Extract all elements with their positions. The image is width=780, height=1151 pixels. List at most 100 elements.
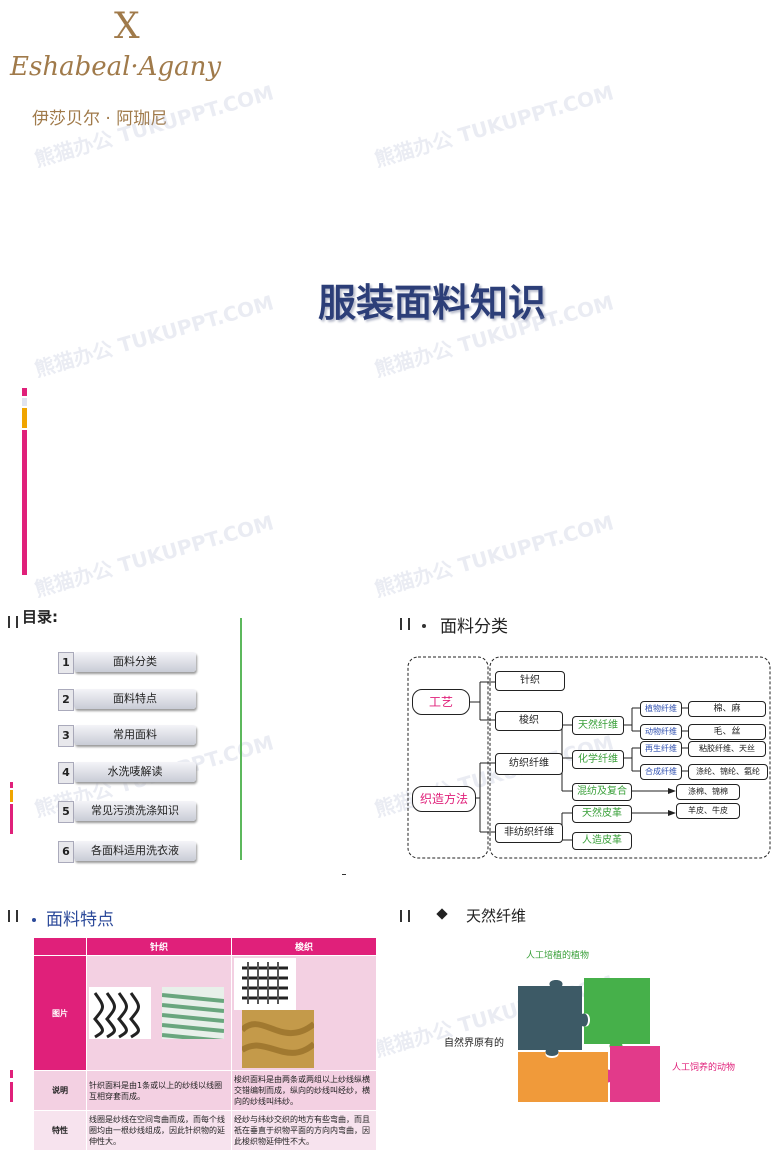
accent-bar	[10, 804, 13, 834]
toc-number: 5	[58, 801, 74, 823]
slide-classify: 面料分类 工艺 织造方法 针织 梭织 纺织纤维 非纺织纤维 天然纤维 化学纤维 …	[390, 590, 780, 880]
table-header-row: 针织 梭织	[33, 937, 377, 956]
table-row: 图片	[33, 955, 377, 1071]
puzzle-piece-green	[584, 978, 650, 1050]
bullet-icon	[422, 624, 426, 628]
heading-marker	[8, 616, 18, 628]
toc-number: 4	[58, 762, 74, 784]
node-zhizao: 织造方法	[412, 786, 476, 812]
toc-item[interactable]: 6 各面料适用洗衣液	[58, 841, 198, 863]
label-right: 人工饲养的动物	[672, 1063, 736, 1073]
row-label: 特性	[33, 1110, 87, 1151]
table-cell: 线圈是纱线在空间弯曲而成，而每个线圈均由一根纱线组成，因此针织物的延伸性大。	[86, 1110, 232, 1151]
divider	[240, 618, 242, 860]
classify-heading: 面料分类	[440, 617, 508, 637]
node-hecheng: 合成纤维	[640, 764, 682, 780]
node-hunfang: 混纺及复合	[572, 783, 632, 801]
page-title: 服装面料知识	[318, 280, 547, 325]
toc-number: 2	[58, 689, 74, 711]
node-maosi: 毛、丝	[688, 724, 766, 740]
node-yangpi: 羊皮、牛皮	[676, 803, 740, 819]
weave-fabric-image	[239, 1010, 316, 1068]
node-feifangzhi: 非纺织纤维	[495, 823, 563, 843]
slide-features: 面料特点	[0, 890, 390, 1102]
table-header: 梭织	[231, 937, 377, 956]
puzzle-graphic	[518, 978, 660, 1102]
logo: X Eshabeal·Agany 伊莎贝尔 · 阿珈尼	[10, 6, 255, 129]
toc-label: 面料分类	[74, 652, 196, 672]
table-cell: 梭织面料是由两条或两组以上纱线纵横交错编制而成，纵向的纱线叫经纱，横向的纱线叫纬…	[231, 1070, 377, 1111]
puzzle-piece-pink	[604, 1046, 660, 1102]
knit-fabric-image	[161, 987, 224, 1043]
node-huaxue: 化学纤维	[572, 750, 624, 769]
features-heading: 面料特点	[46, 910, 114, 930]
table-cell: 针织面料是由1条或以上的纱线以线圈互相穿套而成。	[86, 1070, 232, 1111]
accent-bar	[10, 1082, 13, 1102]
diamond-icon	[436, 908, 448, 920]
logo-mark: X	[114, 6, 140, 47]
toc-label: 水洗唛解读	[74, 762, 196, 782]
node-zhenzhi: 针织	[495, 671, 565, 691]
toc-item[interactable]: 1 面料分类	[58, 652, 198, 674]
toc-item[interactable]: 3 常用面料	[58, 725, 198, 747]
accent-bar	[22, 408, 27, 428]
node-dongwu: 动物纤维	[640, 724, 682, 740]
row-label: 说明	[33, 1070, 87, 1111]
puzzle-piece-orange	[518, 1052, 608, 1102]
node-rengzaopige: 人造皮革	[572, 832, 632, 850]
node-dilun: 涤纶、锦纶、氨纶	[688, 764, 768, 780]
weave-image-cell	[231, 955, 377, 1071]
node-zhiwu: 植物纤维	[640, 701, 682, 717]
accent-bar	[22, 398, 27, 406]
toc-number: 6	[58, 841, 74, 863]
node-nianjiao: 粘胶纤维、天丝	[688, 741, 766, 757]
logo-text: Eshabeal·Agany	[10, 52, 222, 82]
table-row: 说明 针织面料是由1条或以上的纱线以线圈互相穿套而成。 梭织面料是由两条或两组以…	[33, 1070, 377, 1111]
table-cell: 经纱与纬纱交织的地方有些弯曲，而且祇在垂直于织物平面的方向内弯曲，因此梭织物延伸…	[231, 1110, 377, 1151]
node-gongyi: 工艺	[412, 689, 470, 715]
toc-number: 1	[58, 652, 74, 674]
label-top: 人工培植的植物	[526, 951, 590, 961]
slide-toc: 目录: 1 面料分类 2 面料特点 3 常用面料 4 水洗唛解读 5 常见污渍洗…	[0, 590, 390, 880]
heading-marker	[400, 910, 410, 922]
row-label: 图片	[33, 955, 87, 1071]
accent-bar	[10, 1070, 13, 1078]
node-suozhi: 梭织	[495, 711, 563, 731]
toc-number: 3	[58, 725, 74, 747]
toc-label: 常见污渍洗涤知识	[74, 801, 196, 821]
page-dash	[342, 874, 346, 875]
accent-bar	[10, 790, 13, 802]
node-dimian: 涤棉、锦棉	[676, 784, 740, 800]
toc-item[interactable]: 4 水洗唛解读	[58, 762, 198, 784]
accent-bar	[22, 388, 27, 396]
slide-title: X Eshabeal·Agany 伊莎贝尔 · 阿珈尼 服装面料知识	[10, 6, 547, 575]
node-mianma: 棉、麻	[688, 701, 766, 717]
accent-bar	[22, 430, 27, 575]
heading-marker	[8, 910, 18, 922]
node-fangzhi: 纺织纤维	[495, 753, 563, 775]
features-table: 针织 梭织 图片 说明 针织面料是由1条或以上的纱线以线圈互相穿套	[33, 937, 377, 1151]
toc-label: 常用面料	[74, 725, 196, 745]
toc-label: 各面料适用洗衣液	[74, 841, 196, 861]
knit-image-cell	[86, 955, 232, 1071]
toc-heading: 目录:	[22, 608, 58, 626]
toc-label: 面料特点	[74, 689, 196, 709]
accent-bar	[10, 782, 13, 788]
node-tianran: 天然纤维	[572, 716, 624, 735]
table-row: 特性 线圈是纱线在空间弯曲而成，而每个线圈均由一根纱线组成，因此针织物的延伸性大…	[33, 1110, 377, 1151]
node-zaisheng: 再生纤维	[640, 741, 682, 757]
bullet-icon	[32, 918, 36, 922]
slide-natural: 天然纤维 人工培植的植物 自然界原有的 人工饲养的动物	[390, 890, 780, 1102]
toc-item[interactable]: 5 常见污渍洗涤知识	[58, 801, 198, 823]
logo-cn: 伊莎贝尔 · 阿珈尼	[32, 109, 168, 129]
heading-marker	[400, 618, 410, 630]
classify-connectors	[407, 656, 771, 859]
label-left: 自然界原有的	[444, 1038, 504, 1049]
puzzle-piece-blue	[518, 980, 588, 1056]
knit-structure-image	[89, 987, 151, 1039]
natural-heading: 天然纤维	[466, 907, 527, 925]
toc-item[interactable]: 2 面料特点	[58, 689, 198, 711]
weave-structure-image	[234, 958, 296, 1010]
table-header: 针织	[86, 937, 232, 956]
node-tianranpige: 天然皮革	[572, 805, 632, 823]
